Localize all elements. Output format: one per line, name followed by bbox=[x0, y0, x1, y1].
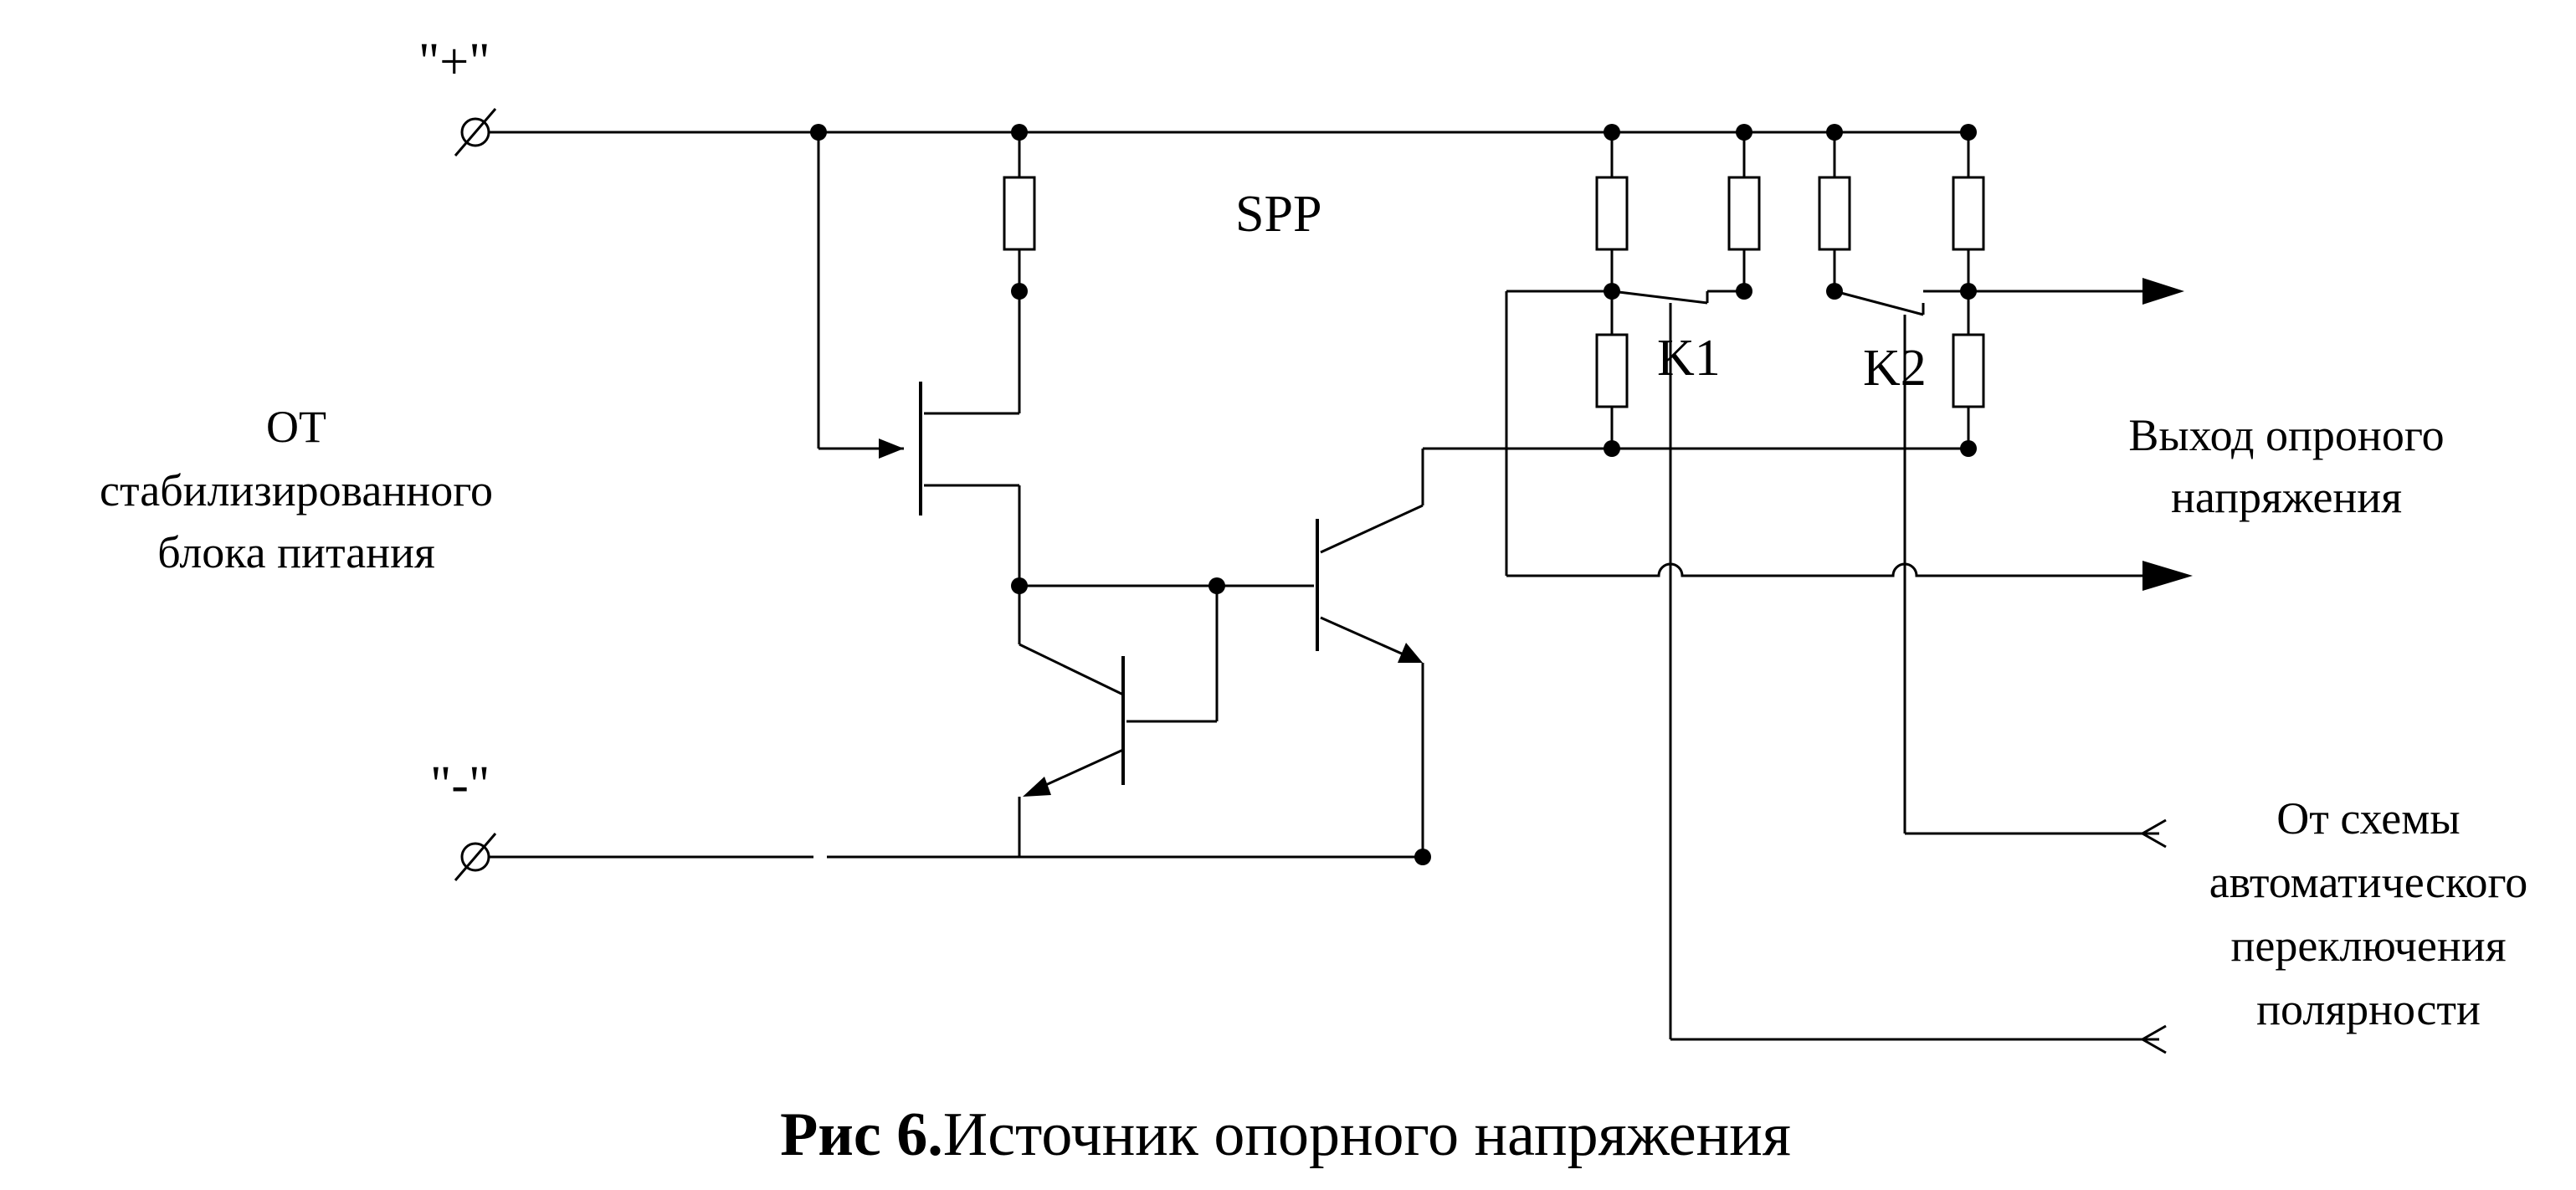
transistor-vt2 bbox=[1018, 643, 1125, 857]
fet-transistor bbox=[919, 291, 1021, 586]
resistor-r6 bbox=[1952, 132, 1985, 291]
spp-label: SPP bbox=[1235, 186, 1321, 243]
control-label-line4: полярности bbox=[2256, 984, 2481, 1034]
fet-gate-wire bbox=[817, 132, 904, 459]
source-label-line2: стабилизированного bbox=[100, 465, 493, 515]
output-label: Выход опроного напряжения bbox=[2128, 410, 2444, 522]
control-label-line2: автоматического bbox=[2209, 857, 2528, 907]
figure-caption: Рис 6.Источник опорного напряжения bbox=[780, 1100, 1791, 1169]
output-upper-arrow bbox=[2142, 278, 2184, 305]
resistor-r1 bbox=[1003, 132, 1036, 291]
source-label-line1: ОТ bbox=[266, 402, 326, 452]
plus-terminal-label: "+" bbox=[418, 33, 490, 90]
emitter-arrow-vt2 bbox=[1023, 777, 1051, 797]
output-lower-wire bbox=[1505, 290, 2193, 591]
relay-contact-k2 bbox=[1834, 290, 1968, 316]
source-label-line3: блока питания bbox=[157, 527, 435, 577]
resistor-r4 bbox=[1727, 132, 1761, 291]
junction-dots bbox=[810, 124, 1977, 865]
k1-control-wire bbox=[1669, 303, 2167, 1054]
resistor-r7 bbox=[1952, 291, 1985, 449]
output-lower-arrow bbox=[2142, 561, 2193, 591]
control-label-line3: переключения bbox=[2230, 921, 2506, 971]
relay-contact-k1 bbox=[1611, 290, 1744, 305]
output-upper-wire bbox=[1968, 278, 2184, 305]
resistor-r5 bbox=[1818, 132, 1851, 291]
k1-control-input-arrow bbox=[2139, 1024, 2167, 1054]
figure-caption-text: Источник опорного напряжения bbox=[943, 1100, 1791, 1169]
resistor-r2 bbox=[1595, 132, 1629, 291]
control-label: От схемы автоматического переключения по… bbox=[2209, 793, 2528, 1034]
figure-caption-number: Рис 6. bbox=[780, 1100, 943, 1169]
k2-control-wire bbox=[1903, 315, 2167, 849]
k1-label: K1 bbox=[1657, 330, 1721, 387]
source-label: ОТ стабилизированного блока питания bbox=[100, 402, 493, 577]
transistor-vt3 bbox=[1316, 447, 1968, 857]
minus-terminal-label: "-" bbox=[430, 757, 490, 813]
k2-control-input-arrow bbox=[2139, 818, 2167, 849]
middle-node-wire bbox=[1018, 584, 1314, 723]
output-label-line2: напряжения bbox=[2171, 472, 2402, 522]
control-label-line1: От схемы bbox=[2276, 793, 2460, 844]
output-label-line1: Выход опроного bbox=[2128, 410, 2444, 460]
k2-label: K2 bbox=[1863, 340, 1927, 397]
gate-arrow bbox=[879, 439, 904, 459]
resistor-r3 bbox=[1595, 291, 1629, 449]
emitter-arrow-vt3 bbox=[1398, 643, 1423, 663]
